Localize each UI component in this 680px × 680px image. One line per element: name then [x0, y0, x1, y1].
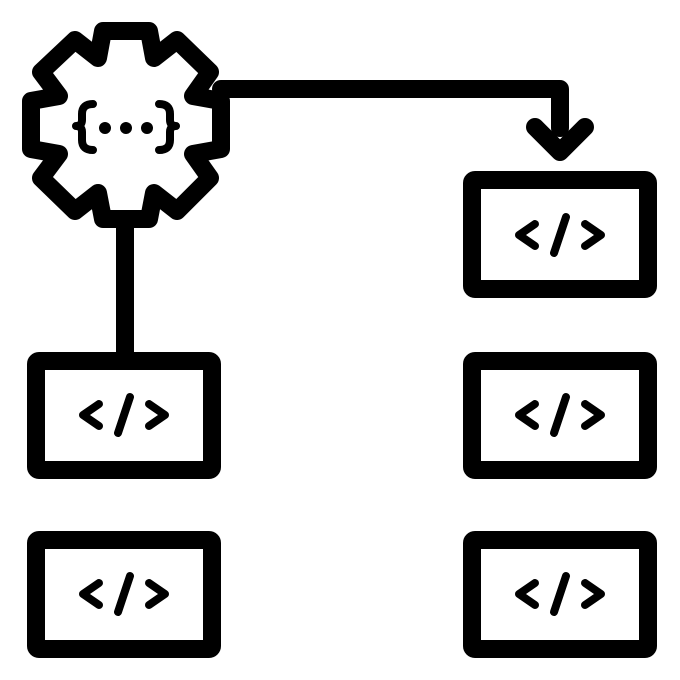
code-window-top-right [463, 171, 657, 298]
settings-gear-icon [22, 22, 230, 228]
code-tag-icon [515, 393, 605, 437]
ellipsis-dot-2 [120, 122, 132, 134]
right-brace [155, 100, 180, 154]
code-tag-icon [515, 572, 605, 616]
window-frame [463, 531, 657, 658]
ellipsis-dot-1 [99, 122, 111, 134]
window-frame [463, 171, 657, 298]
gear-outline [22, 22, 230, 228]
code-window-middle-left [27, 352, 221, 479]
window-frame [27, 531, 221, 658]
left-brace [72, 100, 97, 154]
code-tag-icon [79, 572, 169, 616]
arrow-down-icon [526, 118, 594, 161]
connector-gear-to-top-right [212, 80, 594, 161]
ellipsis-dot-3 [141, 122, 153, 134]
window-frame [27, 352, 221, 479]
curly-braces-ellipsis-icon [72, 100, 180, 154]
code-tag-icon [79, 393, 169, 437]
window-frame [463, 352, 657, 479]
code-window-middle-right [463, 352, 657, 479]
code-tag-icon [515, 213, 605, 257]
code-window-bottom-right [463, 531, 657, 658]
connector-line [212, 80, 569, 137]
code-window-bottom-left [27, 531, 221, 658]
